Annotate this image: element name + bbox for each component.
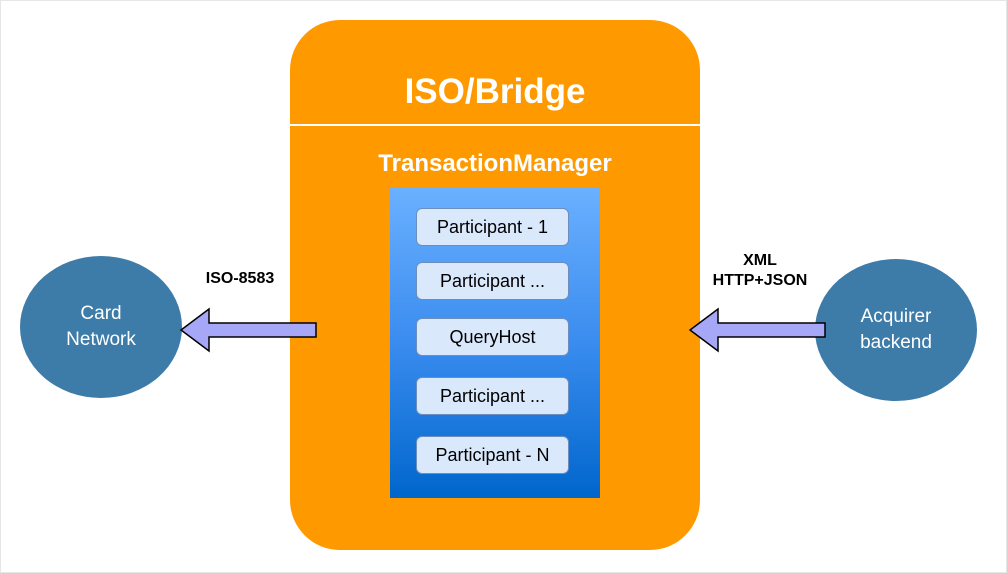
- acquirer-backend-node: Acquirer backend: [815, 259, 977, 401]
- arrow-to-card-network-shape: [179, 307, 317, 353]
- transaction-manager-title: TransactionManager: [378, 150, 612, 177]
- arrow-from-acquirer-shape: [688, 307, 826, 353]
- bridge-divider: [290, 124, 700, 126]
- acquirer-label-line1: Acquirer: [860, 306, 932, 327]
- iso-8583-label: ISO-8583: [205, 270, 275, 287]
- card-network-label-line2: Network: [66, 329, 136, 350]
- card-network-node: Card Network: [20, 256, 182, 398]
- bridge-title: ISO/Bridge: [404, 72, 586, 111]
- xml-label: XML: [743, 252, 777, 269]
- participant-box: Participant ...: [416, 262, 569, 300]
- participant-box: Participant - N: [416, 436, 569, 474]
- acquirer-protocol-label: XML HTTP+JSON: [700, 251, 820, 291]
- participant-box: Participant - 1: [416, 208, 569, 246]
- participant-box: Participant ...: [416, 377, 569, 415]
- query-host-box: QueryHost: [416, 318, 569, 356]
- iso-bridge-container: ISO/Bridge TransactionManager Participan…: [290, 20, 700, 550]
- arrow-to-card-network: [179, 307, 317, 353]
- http-json-label: HTTP+JSON: [712, 272, 808, 289]
- arrow-from-acquirer: [688, 307, 826, 353]
- transaction-manager-box: Participant - 1 Participant ... QueryHos…: [390, 188, 600, 498]
- acquirer-label-line2: backend: [860, 332, 932, 353]
- card-network-label-line1: Card: [80, 303, 122, 324]
